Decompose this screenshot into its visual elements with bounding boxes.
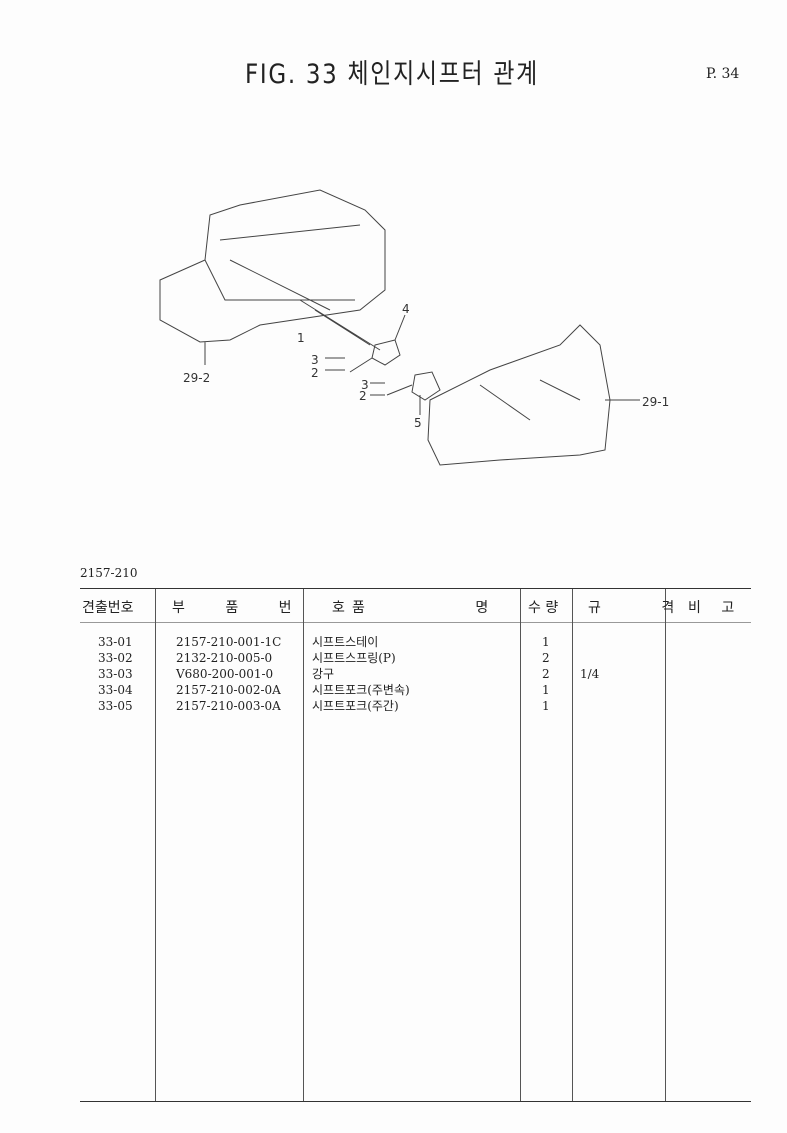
ref-cell: 33-02 [98,651,133,665]
fork-5 [411,371,441,415]
col-divider [155,589,156,1101]
col-divider [520,589,521,1101]
col-header-qty: 수 량 [528,600,559,616]
header-rule [80,622,751,623]
quantity-cell: 2 [542,651,550,665]
callout-29-1: 29-1 [642,395,669,409]
part-number-cell: 2157-210-003-0A [176,699,281,713]
part-name-cell: 강구 [312,667,335,681]
callout-29-2: 29-2 [183,371,210,385]
part-name-cell: 시프트스프링(P) [312,651,396,665]
table-top-rule [80,588,751,589]
col-header-spec: 규 격 [588,600,683,616]
col-header-part-no: 부 품 번 호 [172,600,363,616]
col-divider [572,589,573,1101]
quantity-cell: 1 [542,635,550,649]
callout-5: 5 [414,416,422,430]
col-divider [665,589,666,1101]
part-number-cell: V680-200-001-0 [176,667,274,681]
col-header-remarks: 비 고 [688,600,739,616]
callout-2a: 2 [311,366,319,380]
ref-cell: 33-04 [98,683,133,697]
part-number-cell: 2157-210-002-0A [176,683,281,697]
part-name-cell: 시프트스테이 [312,635,379,649]
part-number-cell: 2132-210-005-0 [176,651,273,665]
ref-cell: 33-01 [98,635,133,649]
quantity-cell: 1 [542,699,550,713]
ref-cell: 33-03 [98,667,133,681]
page-number: P. 34 [706,66,740,82]
fork-4 [371,314,406,366]
col-divider [303,589,304,1101]
part-number-cell: 2157-210-001-1C [176,635,282,649]
quantity-cell: 1 [542,683,550,697]
callout-3a: 3 [311,353,319,367]
callout-1: 1 [297,331,305,345]
ref-cell: 33-05 [98,699,133,713]
spec-cell: 1/4 [580,667,600,681]
quantity-cell: 2 [542,667,550,681]
model-number: 2157-210 [80,566,138,580]
callout-3b: 3 [361,378,369,392]
part-name-cell: 시프트포크(주변속) [312,683,410,697]
callout-2b: 2 [359,389,367,403]
callout-4: 4 [402,302,410,316]
table-bottom-rule [80,1101,751,1102]
exploded-diagram: 1 2 3 2 3 4 5 29-2 29-1 [159,189,669,466]
col-header-ref: 견출번호 [82,600,134,616]
figure-title: FIG. 33 체인지시프터 관계 [245,59,539,90]
shift-rod [299,299,381,351]
part-name-cell: 시프트포크(주간) [312,699,399,713]
col-header-name: 품 명 [352,600,497,616]
housing-29-1 [427,324,640,466]
housing-29-2 [159,189,386,365]
